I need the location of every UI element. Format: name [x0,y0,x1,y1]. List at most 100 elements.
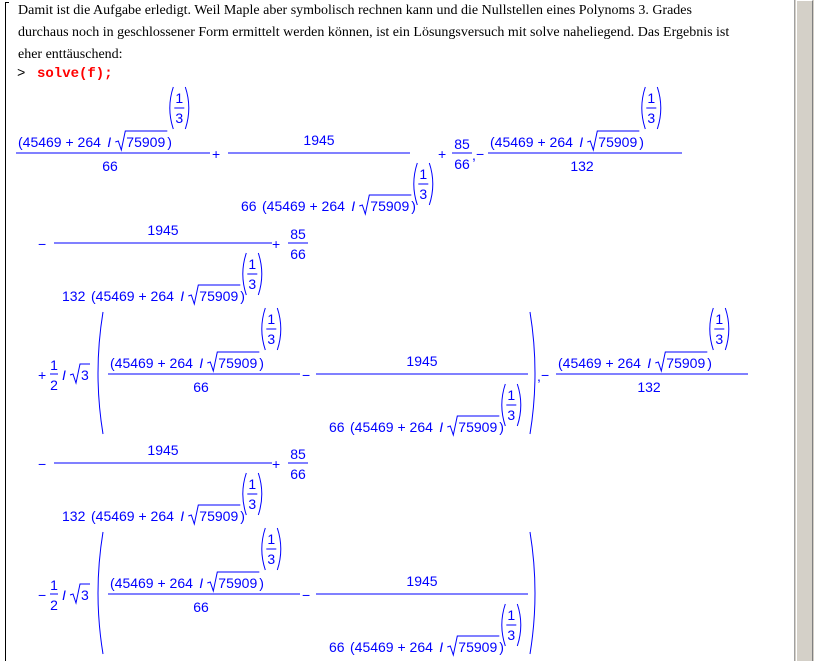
numerator-1945: 1945 [303,132,334,148]
closing-paren: ) [259,355,264,371]
sqrt-argument: 75909 [666,355,705,371]
big-paren-left [97,531,104,655]
closing-paren: ) [411,198,416,214]
text-line-2: durchaus noch in geschlossener Form ermi… [18,25,730,40]
exponent-numerator: 1 [647,90,655,106]
numerator-1945: 1945 [406,573,437,589]
denominator: 132 [637,379,661,395]
imaginary-unit: I [62,367,66,383]
sqrt-sign [655,351,708,373]
input-prompt: > [17,66,26,82]
plus-sign: + [272,236,280,252]
radicand-base: (45469 + 264 [91,508,174,524]
sqrt3-sign [69,583,90,605]
exponent-paren-left [261,527,266,571]
denominator: 66 [290,466,306,482]
sqrt3-sign [69,363,90,385]
exponent-paren-left [242,252,247,296]
sqrt-argument: 75909 [458,419,497,435]
coefficient: 132 [62,288,86,304]
sqrt-argument: 75909 [218,355,257,371]
minus-sign: − [302,587,310,603]
imaginary-unit: I [180,288,184,304]
sqrt-sign [447,635,500,657]
text-line-3: eher enttäuschend: [18,47,123,62]
coefficient: 132 [62,508,86,524]
closing-paren: ) [639,134,644,150]
sqrt3-argument: 3 [81,587,89,603]
closing-paren: ) [240,288,245,304]
sqrt-argument: 75909 [199,508,238,524]
sqrt-sign [188,284,241,306]
exponent-denominator: 3 [507,407,515,423]
half-numerator: 1 [50,577,58,593]
numerator: 85 [290,226,306,242]
sqrt-sign [359,194,412,216]
radicand-base: (45469 + 264 [110,355,193,371]
exponent-paren-left [501,603,506,647]
closing-paren: ) [499,419,504,435]
numerator-1945: 1945 [406,353,437,369]
exponent-numerator: 1 [419,166,427,182]
imaginary-unit: I [647,355,651,371]
radicand-base: (45469 + 264 [262,198,345,214]
closing-paren: ) [259,575,264,591]
exponent-paren-right [257,252,263,296]
exponent-paren-right [257,472,263,516]
numerator: 85 [290,446,306,462]
minus-sign: − [476,146,484,162]
imaginary-unit: I [199,355,203,371]
imaginary-unit: I [107,134,111,150]
imaginary-unit: I [62,587,66,603]
worksheet-area[interactable]: Damit ist die Aufgabe erledigt. Weil Map… [0,0,794,661]
plus-sign: + [438,146,446,162]
exponent-paren-left [169,86,174,130]
numerator-1945: 1945 [147,442,178,458]
radicand-base: (45469 + 264 [18,134,101,150]
radicand-base: (45469 + 264 [110,575,193,591]
minus-sign: − [541,367,549,383]
coefficient: 66 [329,639,345,655]
radicand-base: (45469 + 264 [490,134,573,150]
denominator: 132 [570,158,594,174]
numerator-1945: 1945 [147,222,178,238]
exponent-denominator: 3 [175,110,183,126]
closing-paren: ) [240,508,245,524]
sqrt-sign [587,130,640,152]
exponent-numerator: 1 [267,531,275,547]
imaginary-unit: I [579,134,583,150]
vertical-scrollbar[interactable] [794,0,814,661]
denominator: 66 [290,246,306,262]
big-paren-right [529,311,536,435]
minus-sign: − [38,236,46,252]
sqrt-sign [188,504,241,526]
sign: − [38,587,46,603]
exponent-numerator: 1 [248,476,256,492]
exponent-numerator: 1 [507,607,515,623]
exponent-denominator: 3 [267,551,275,567]
sqrt-argument: 75909 [126,134,165,150]
denominator: 66 [193,599,209,615]
imaginary-unit: I [439,639,443,655]
radicand-base: (45469 + 264 [350,419,433,435]
exponent-denominator: 3 [715,331,723,347]
comma: , [537,368,541,384]
sqrt-sign [447,415,500,437]
sqrt-argument: 75909 [218,575,257,591]
exponent-numerator: 1 [507,387,515,403]
exponent-paren-left [242,472,247,516]
exponent-numerator: 1 [175,90,183,106]
execution-group-bracket[interactable] [5,2,9,661]
radicand-base: (45469 + 264 [350,639,433,655]
scrollbar-thumb[interactable] [796,0,813,661]
denominator: 66 [454,156,470,172]
exponent-denominator: 3 [419,186,427,202]
exponent-paren-left [709,307,714,351]
half-denominator: 2 [50,597,58,613]
exponent-paren-right [428,162,434,206]
command-input[interactable]: solve(f); [37,66,113,82]
sqrt-sign [207,351,260,373]
closing-paren: ) [499,639,504,655]
sqrt-sign [115,130,168,152]
exponent-denominator: 3 [248,276,256,292]
